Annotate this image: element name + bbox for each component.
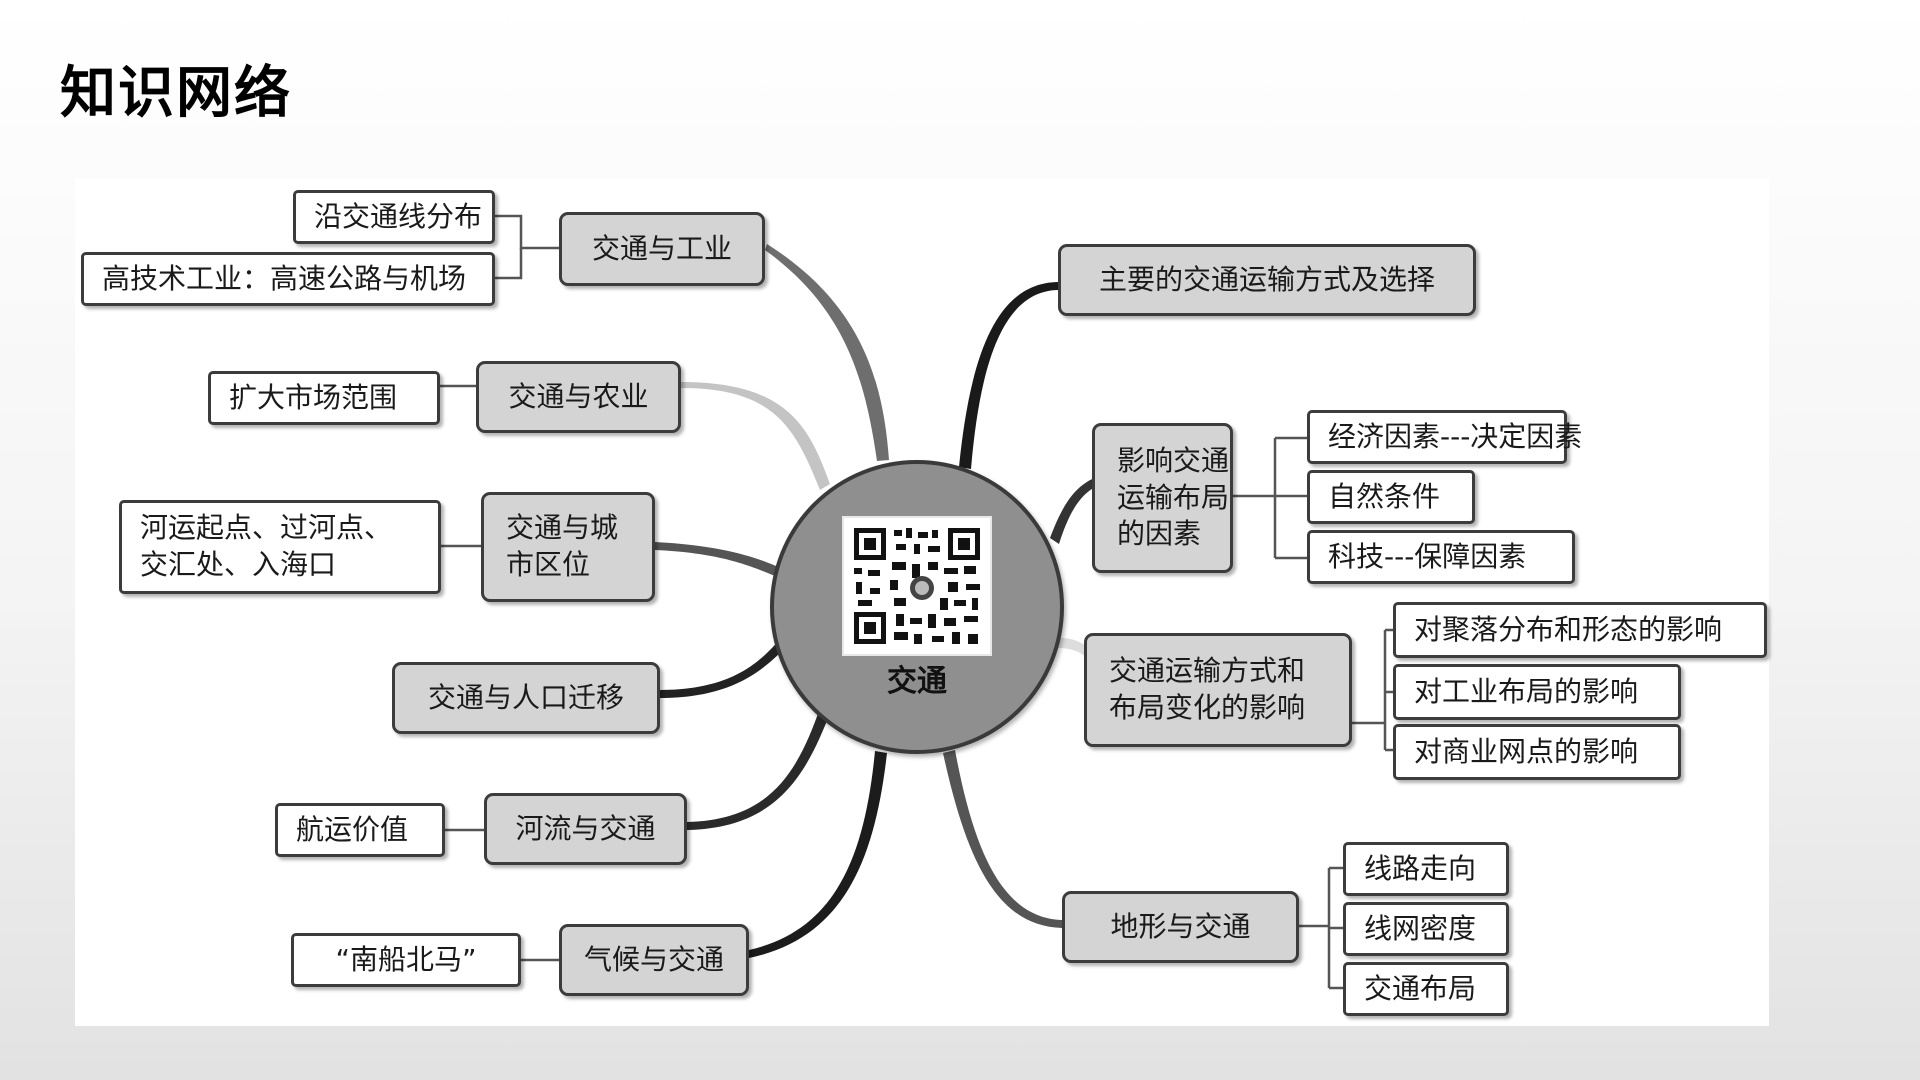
conn-industry-1 <box>495 214 559 250</box>
leaf-shipping-value: 航运价值 <box>275 803 445 857</box>
link-climate <box>749 751 887 958</box>
leaf-along-transport-lines: 沿交通线分布 <box>293 190 495 244</box>
conn-industry-2 <box>495 248 523 280</box>
leaf-transport-layout: 交通布局 <box>1343 962 1509 1016</box>
leaf-high-tech-industry: 高技术工业：高速公路与机场 <box>81 252 495 306</box>
conn-factors <box>1231 436 1307 560</box>
branch-transport-agriculture: 交通与农业 <box>476 361 681 433</box>
leaf-expand-market: 扩大市场范围 <box>208 371 440 425</box>
branch-transport-industry: 交通与工业 <box>559 212 765 286</box>
center-label: 交通 <box>887 664 947 699</box>
leaf-commercial-impact: 对商业网点的影响 <box>1393 724 1681 780</box>
leaf-settlement-impact: 对聚落分布和形态的影响 <box>1393 602 1767 658</box>
branch-main-transport-modes: 主要的交通运输方式及选择 <box>1058 244 1476 316</box>
branch-layout-change-impact-line-2: 布局变化的影响 <box>1109 691 1306 724</box>
leaf-river-points-line-1: 河运起点、过河点、 <box>140 511 393 545</box>
link-agriculture <box>681 382 830 490</box>
qr-code-icon <box>842 516 992 656</box>
link-terrain <box>943 750 1062 928</box>
link-industry <box>765 244 889 461</box>
branch-river-transport: 河流与交通 <box>484 793 687 865</box>
leaf-route-direction: 线路走向 <box>1343 842 1509 896</box>
branch-layout-factors-line-1: 影响交通 <box>1117 443 1230 477</box>
link-river <box>687 708 830 830</box>
branch-layout-change-impact-line-1: 交通运输方式和 <box>1109 654 1306 688</box>
branch-layout-factors: 影响交通 运输布局 的因素 <box>1092 423 1233 573</box>
link-transport-modes <box>959 282 1058 469</box>
mind-map: 交通 交通与工业 沿交通线分布 高技术工业：高速公路与机场 交通与农业 扩大市场… <box>75 178 1769 1026</box>
leaf-river-points-line-2: 交汇处、入海口 <box>140 548 337 581</box>
branch-terrain-transport: 地形与交通 <box>1062 891 1299 963</box>
page-title: 知识网络 <box>60 61 292 126</box>
leaf-network-density: 线网密度 <box>1343 902 1509 956</box>
leaf-technology-factor: 科技---保障因素 <box>1307 530 1575 584</box>
conn-terrain <box>1299 866 1343 990</box>
leaf-industry-layout-impact: 对工业布局的影响 <box>1393 664 1681 720</box>
leaf-natural-conditions: 自然条件 <box>1307 470 1475 524</box>
conn-change <box>1352 628 1393 752</box>
leaf-south-boat-north-horse: “南船北马” <box>291 933 521 987</box>
leaf-river-points: 河运起点、过河点、 交汇处、入海口 <box>119 500 441 594</box>
link-population <box>660 638 787 698</box>
leaf-economic-factor: 经济因素---决定因素 <box>1307 410 1582 464</box>
branch-transport-city-line-2: 市区位 <box>506 548 591 581</box>
branch-transport-city-line-1: 交通与城 <box>506 511 619 545</box>
branch-climate-transport: 气候与交通 <box>559 924 749 996</box>
branch-layout-factors-line-3: 的因素 <box>1117 517 1202 551</box>
link-city <box>655 542 785 578</box>
branch-layout-factors-line-2: 运输布局 <box>1117 480 1230 514</box>
branch-transport-migration: 交通与人口迁移 <box>392 662 660 734</box>
mind-map-links <box>440 214 1393 990</box>
branch-transport-city: 交通与城 市区位 <box>481 492 655 602</box>
branch-layout-change-impact: 交通运输方式和 布局变化的影响 <box>1084 633 1352 747</box>
